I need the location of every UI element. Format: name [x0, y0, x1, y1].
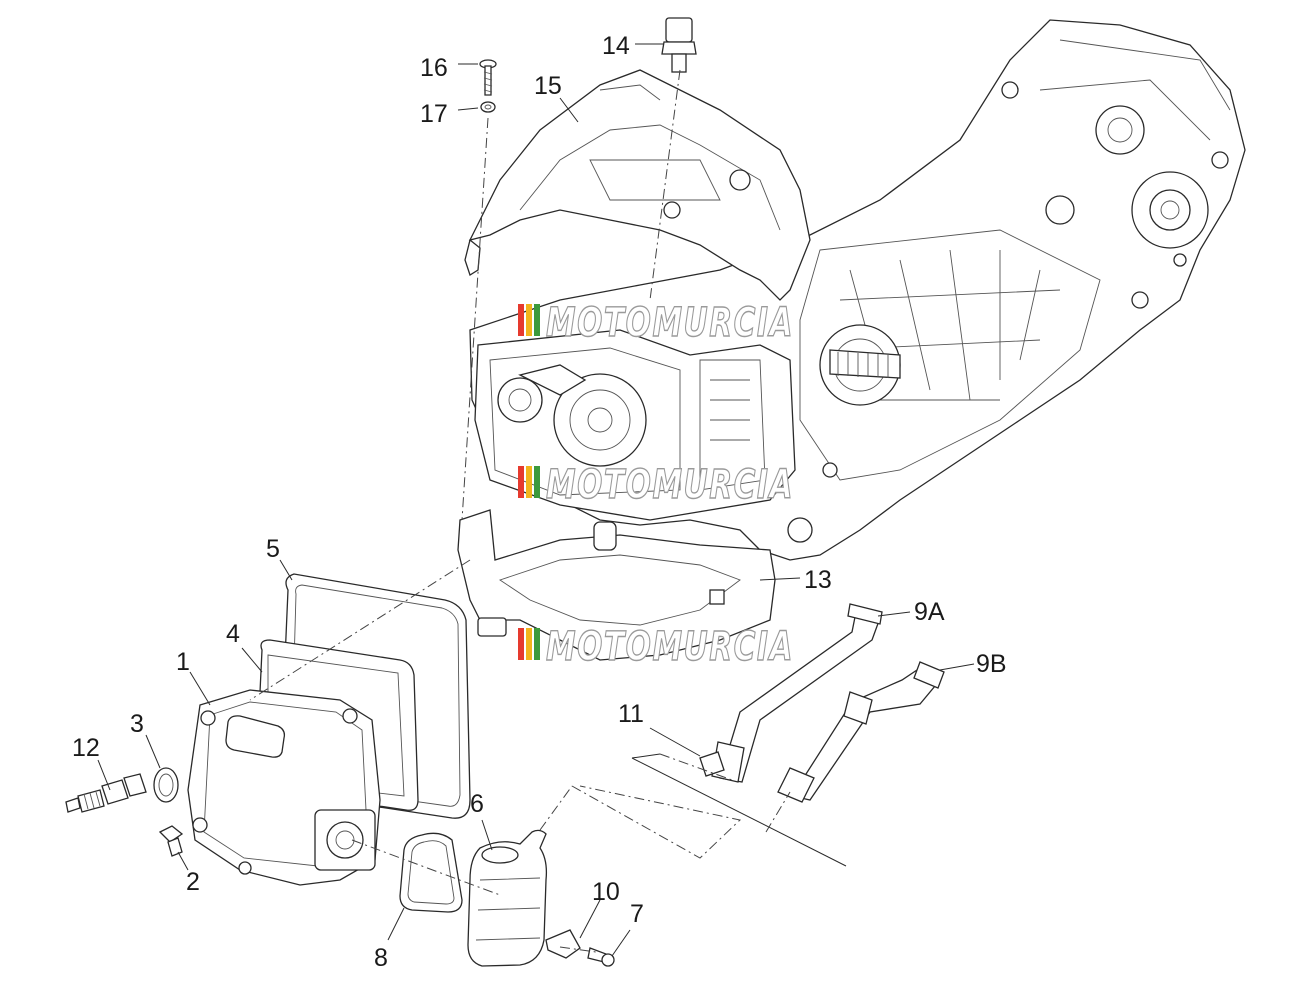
- watermark-text: MOTOMURCIA: [546, 300, 794, 346]
- watermark-stripe-red: [518, 466, 524, 498]
- watermark-stripe-green: [534, 466, 540, 498]
- callout-12: 12: [72, 734, 100, 762]
- callout-17: 17: [420, 100, 448, 128]
- watermark-stripe-yellow: [526, 304, 532, 336]
- callout-9b: 9B: [976, 650, 1007, 678]
- oring-spark-plug: [153, 767, 179, 803]
- watermark-stripe-yellow: [526, 628, 532, 660]
- callout-6: 6: [470, 790, 484, 818]
- assembly-lines: [249, 69, 847, 953]
- callout-15: 15: [534, 72, 562, 100]
- valve-cover: [187, 689, 381, 886]
- watermark-stripe-red: [518, 304, 524, 336]
- callout-10: 10: [592, 878, 620, 906]
- callout-3: 3: [130, 710, 144, 738]
- screw-16: [479, 59, 497, 96]
- cylinder-head: [474, 329, 796, 521]
- watermark-3: MOTOMURCIA: [518, 623, 794, 671]
- thermostat-seal: [399, 832, 463, 913]
- screw-7: [587, 947, 615, 967]
- coolant-hose-9b: [777, 661, 945, 803]
- callout-5: 5: [266, 535, 280, 563]
- callout-4: 4: [226, 620, 240, 648]
- watermark-1: MOTOMURCIA: [518, 299, 794, 347]
- washer-17: [480, 101, 496, 113]
- lower-deflector: [457, 509, 776, 661]
- watermark-text: MOTOMURCIA: [546, 462, 794, 508]
- bolt-2: [158, 825, 184, 857]
- temperature-sensor: [661, 17, 697, 73]
- watermark-stripe-yellow: [526, 466, 532, 498]
- callout-13: 13: [804, 566, 832, 594]
- callout-14: 14: [602, 32, 630, 60]
- watermark-2: MOTOMURCIA: [518, 461, 794, 509]
- cooling-shroud: [464, 69, 811, 301]
- leader-lines: [97, 43, 975, 957]
- watermark-stripe-green: [534, 628, 540, 660]
- callout-2: 2: [186, 868, 200, 896]
- thermostat-housing: [467, 829, 548, 967]
- callout-16: 16: [420, 54, 448, 82]
- watermark-text: MOTOMURCIA: [546, 624, 794, 670]
- callout-1: 1: [176, 648, 190, 676]
- callout-7: 7: [630, 900, 644, 928]
- callout-labels: 1 2 3 4 5 6 7 8 9A 9B 10 11 12 13 14 15 …: [72, 32, 1007, 972]
- watermark-stripe-red: [518, 628, 524, 660]
- callout-9a: 9A: [914, 598, 945, 626]
- watermark-stripe-green: [534, 304, 540, 336]
- coolant-hose-9a: [711, 603, 883, 783]
- callout-11: 11: [618, 700, 644, 728]
- hose-clamp: [545, 929, 581, 959]
- callout-8: 8: [374, 944, 388, 972]
